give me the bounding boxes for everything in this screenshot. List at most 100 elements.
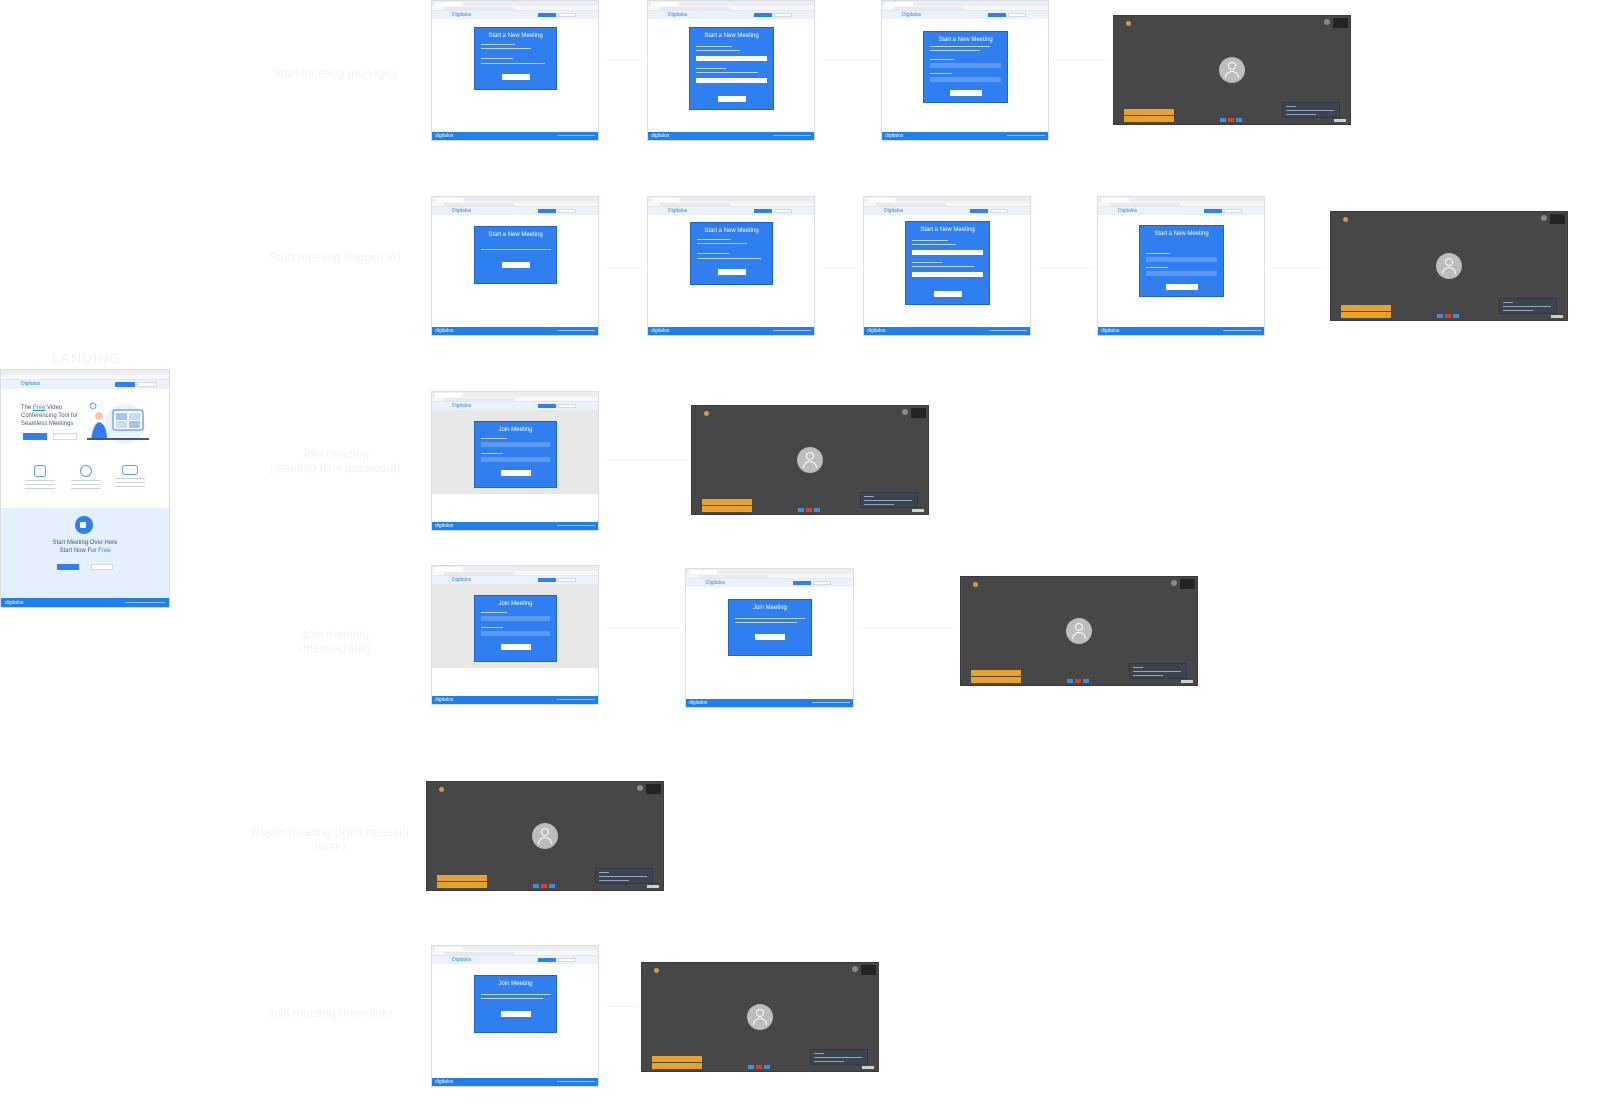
meeting-options[interactable] xyxy=(912,509,924,512)
nav-start-button[interactable] xyxy=(538,209,556,213)
dialog-submit-button[interactable] xyxy=(933,291,962,297)
start-meeting-dialog: Start a New Meeting xyxy=(905,221,990,305)
camera-button[interactable] xyxy=(1083,679,1089,683)
meeting-id-field[interactable] xyxy=(1146,257,1217,262)
password-field[interactable] xyxy=(481,631,550,636)
start-meeting-dialog: Start a New Meeting xyxy=(1139,225,1224,297)
password-field[interactable] xyxy=(930,77,1001,82)
site-navbar: Digitalos xyxy=(648,207,814,215)
end-call-button[interactable] xyxy=(541,884,547,888)
site-footer: digitalos xyxy=(432,522,598,530)
join-button[interactable] xyxy=(500,1011,531,1017)
browser-tabbar xyxy=(432,566,598,571)
nav-join-button[interactable] xyxy=(558,578,576,582)
dialog-submit-button[interactable] xyxy=(717,96,746,102)
dialog-submit-button[interactable] xyxy=(501,74,530,80)
nav-join-button[interactable] xyxy=(1224,209,1242,213)
site-navbar: Digitalos xyxy=(1098,207,1264,215)
nav-start-button[interactable] xyxy=(115,382,135,387)
page-body: Start a New Meeting xyxy=(432,215,598,327)
camera-button[interactable] xyxy=(764,1065,770,1069)
mic-button[interactable] xyxy=(1220,118,1226,122)
cta-start-button[interactable] xyxy=(57,564,79,570)
mic-button[interactable] xyxy=(1067,679,1073,683)
hero-start-button[interactable] xyxy=(23,433,47,440)
site-footer: digitalos xyxy=(432,132,598,140)
mic-button[interactable] xyxy=(748,1065,754,1069)
meeting-options[interactable] xyxy=(1551,315,1563,318)
join-button[interactable] xyxy=(755,634,785,640)
nav-join-button[interactable] xyxy=(558,404,576,408)
camera-button[interactable] xyxy=(1453,314,1459,318)
dialog-submit-button[interactable] xyxy=(1165,284,1198,290)
nav-join-button[interactable] xyxy=(774,209,792,213)
footer-logo: digitalos xyxy=(651,328,670,334)
hero-join-button[interactable] xyxy=(53,433,77,440)
end-call-button[interactable] xyxy=(1228,118,1234,122)
join-button[interactable] xyxy=(500,470,531,476)
meeting-id-field[interactable] xyxy=(481,616,550,621)
meeting-id-field[interactable] xyxy=(481,442,550,447)
nav-start-button[interactable] xyxy=(793,581,811,585)
dialog-submit-button[interactable] xyxy=(501,262,530,268)
nav-start-button[interactable] xyxy=(970,209,988,213)
page-body: Join Meeting xyxy=(432,584,598,668)
end-call-button[interactable] xyxy=(806,508,812,512)
camera-button[interactable] xyxy=(549,884,555,888)
nav-start-button[interactable] xyxy=(1204,209,1222,213)
dialog-title: Start a New Meeting xyxy=(920,227,975,233)
footer-logo: digitalos xyxy=(435,328,454,334)
password-field[interactable] xyxy=(481,457,550,462)
dialog-submit-button[interactable] xyxy=(949,90,982,96)
nav-join-button[interactable] xyxy=(990,209,1008,213)
nav-join-button[interactable] xyxy=(558,13,576,17)
notification-toast xyxy=(971,670,1021,676)
recording-indicator xyxy=(1343,217,1348,222)
meeting-id-field[interactable] xyxy=(930,63,1001,68)
cta-join-button[interactable] xyxy=(91,564,113,570)
cta-section: Start Meeting Over Here Start Now For Fr… xyxy=(1,508,169,600)
nav-join-button[interactable] xyxy=(137,382,157,387)
mic-button[interactable] xyxy=(1437,314,1443,318)
site-footer: digitalos xyxy=(864,327,1030,335)
nav-start-button[interactable] xyxy=(988,13,1006,17)
footer-logo: digitalos xyxy=(1101,328,1120,334)
meeting-options[interactable] xyxy=(1181,680,1193,683)
nav-join-button[interactable] xyxy=(774,13,792,17)
end-call-button[interactable] xyxy=(1075,679,1081,683)
nav-start-button[interactable] xyxy=(754,13,772,17)
flow-label-4: Join meeting(meeting link) xyxy=(260,627,410,655)
camera-button[interactable] xyxy=(814,508,820,512)
dialog-input[interactable] xyxy=(912,250,983,255)
join-button[interactable] xyxy=(500,644,531,650)
page-body: Join Meeting xyxy=(686,587,853,699)
nav-join-button[interactable] xyxy=(813,581,831,585)
nav-start-button[interactable] xyxy=(754,209,772,213)
nav-start-button[interactable] xyxy=(538,578,556,582)
mic-button[interactable] xyxy=(533,884,539,888)
shield-icon xyxy=(34,465,46,477)
nav-join-button[interactable] xyxy=(1008,13,1026,17)
flow-label-3-line1: Join meeting xyxy=(300,447,370,461)
camera-button[interactable] xyxy=(1236,118,1242,122)
meeting-options[interactable] xyxy=(647,885,659,888)
nav-start-button[interactable] xyxy=(538,13,556,17)
meeting-options[interactable] xyxy=(862,1066,874,1069)
meeting-options[interactable] xyxy=(1334,119,1346,122)
nav-join-button[interactable] xyxy=(558,958,576,962)
site-footer: digitalos xyxy=(882,132,1048,140)
notification-toast xyxy=(437,882,487,888)
nav-start-button[interactable] xyxy=(538,958,556,962)
feature-secure xyxy=(23,465,57,489)
nav-start-button[interactable] xyxy=(538,404,556,408)
end-call-button[interactable] xyxy=(1445,314,1451,318)
dialog-input[interactable] xyxy=(696,78,767,83)
password-field[interactable] xyxy=(1146,271,1217,276)
dialog-input[interactable] xyxy=(696,56,767,61)
dialog-submit-button[interactable] xyxy=(717,269,746,275)
nav-join-button[interactable] xyxy=(558,209,576,213)
end-call-button[interactable] xyxy=(756,1065,762,1069)
dialog-input[interactable] xyxy=(912,272,983,277)
mic-button[interactable] xyxy=(798,508,804,512)
browser-addressbar xyxy=(432,6,598,11)
